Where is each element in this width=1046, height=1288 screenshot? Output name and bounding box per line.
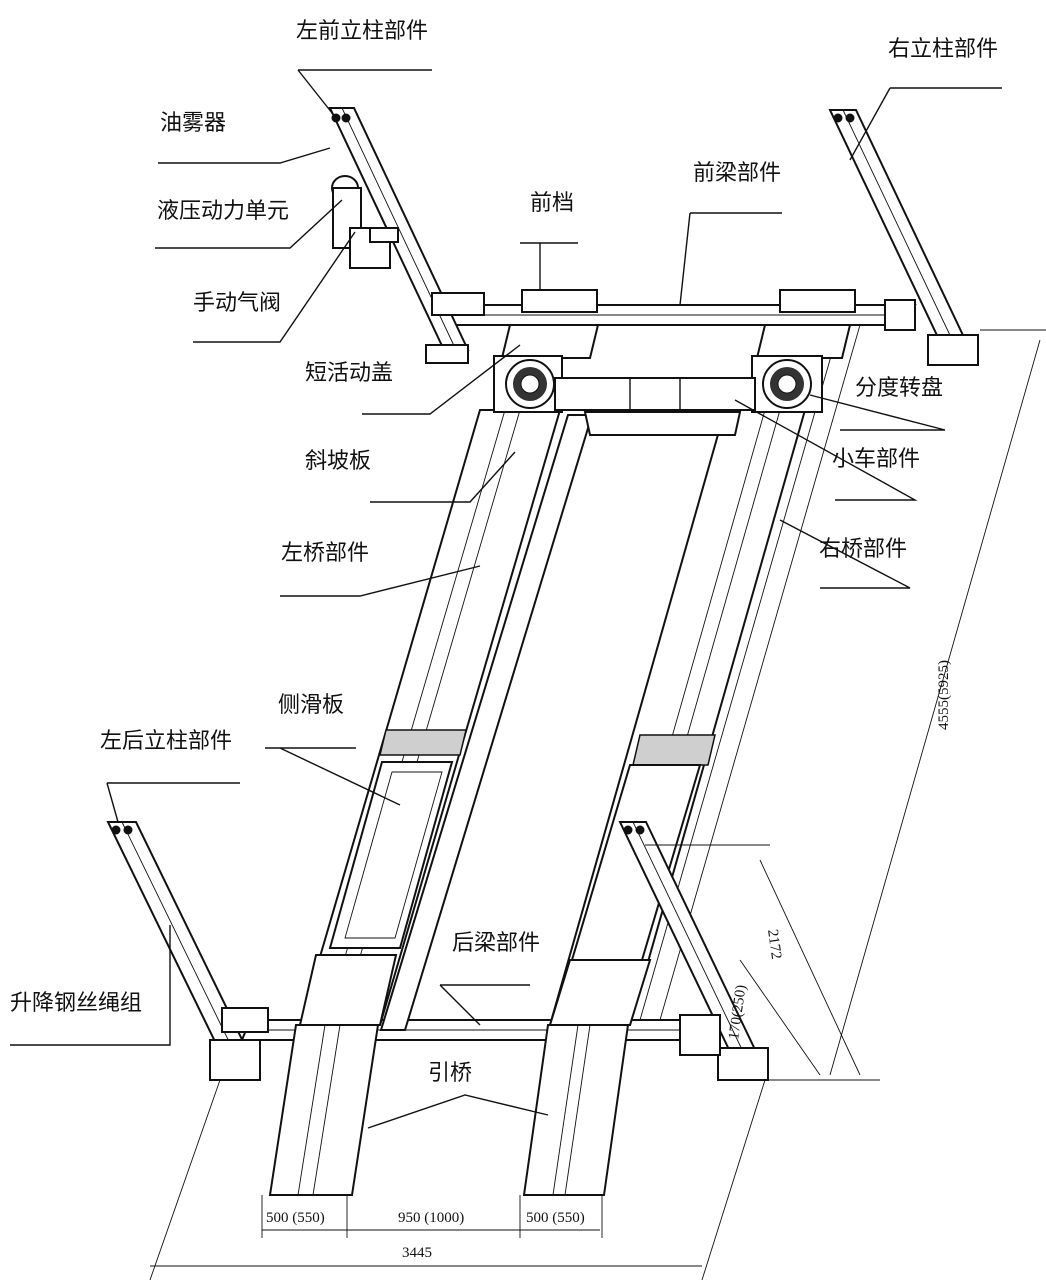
label-left-rear-column: 左后立柱部件 bbox=[100, 729, 232, 754]
dimension-labels: 500 (550) 950 (1000) 500 (550) 3445 4555… bbox=[266, 660, 952, 1261]
label-rear-beam: 后梁部件 bbox=[452, 931, 540, 956]
dimension-lines bbox=[149, 329, 1046, 1281]
turntable-right bbox=[751, 355, 823, 413]
dim-ramp-width-right: 500 (550) bbox=[526, 1210, 585, 1226]
label-right-bridge: 右桥部件 bbox=[819, 537, 907, 562]
label-approach-ramp: 引桥 bbox=[428, 1061, 472, 1086]
approach-ramp-left bbox=[268, 954, 398, 1196]
label-turntable: 分度转盘 bbox=[855, 376, 943, 401]
label-side-slide: 侧滑板 bbox=[278, 693, 344, 718]
right-rear-column bbox=[618, 821, 769, 1081]
label-wire-rope: 升降钢丝绳组 bbox=[10, 991, 142, 1016]
label-trolley: 小车部件 bbox=[832, 447, 920, 472]
lift-structure bbox=[106, 107, 979, 1196]
label-front-beam: 前梁部件 bbox=[693, 161, 781, 186]
label-left-front-column: 左前立柱部件 bbox=[296, 19, 428, 44]
turntable-left bbox=[493, 355, 563, 413]
right-frame-edge bbox=[639, 324, 861, 1021]
hydraulic-unit bbox=[331, 175, 399, 269]
leader-lines bbox=[10, 69, 1002, 1129]
right-column bbox=[828, 109, 979, 366]
label-ramp-plate: 斜坡板 bbox=[305, 449, 371, 474]
label-short-cover: 短活动盖 bbox=[305, 361, 393, 386]
dim-overall-width: 3445 bbox=[402, 1245, 432, 1261]
part-labels: 左前立柱部件 右立柱部件 油雾器 液压动力单元 手动气阀 前档 前梁部件 短活动… bbox=[10, 19, 998, 1086]
approach-ramp-right bbox=[522, 959, 652, 1196]
label-oil-mist: 油雾器 bbox=[160, 111, 226, 136]
dim-low-height: 170(250) bbox=[726, 984, 749, 1041]
front-stop-right bbox=[779, 289, 856, 313]
label-front-stop: 前档 bbox=[530, 191, 574, 216]
label-right-column: 右立柱部件 bbox=[888, 37, 998, 62]
dim-track-gap: 950 (1000) bbox=[398, 1210, 464, 1226]
short-cover-left bbox=[500, 324, 600, 359]
left-rear-column bbox=[106, 821, 269, 1081]
short-cover-right bbox=[755, 324, 852, 359]
trolley bbox=[554, 377, 756, 436]
label-hydraulic-unit: 液压动力单元 bbox=[157, 199, 289, 224]
label-left-bridge: 左桥部件 bbox=[281, 541, 369, 566]
dim-height: 2172 bbox=[764, 928, 784, 960]
side-slide-plate bbox=[328, 761, 454, 949]
dim-ramp-width-left: 500 (550) bbox=[266, 1210, 325, 1226]
front-stop-left bbox=[521, 289, 598, 313]
label-manual-valve: 手动气阀 bbox=[193, 291, 281, 316]
dim-overall-length: 4555(5925) bbox=[936, 660, 952, 730]
left-inner-rail bbox=[379, 414, 594, 1031]
